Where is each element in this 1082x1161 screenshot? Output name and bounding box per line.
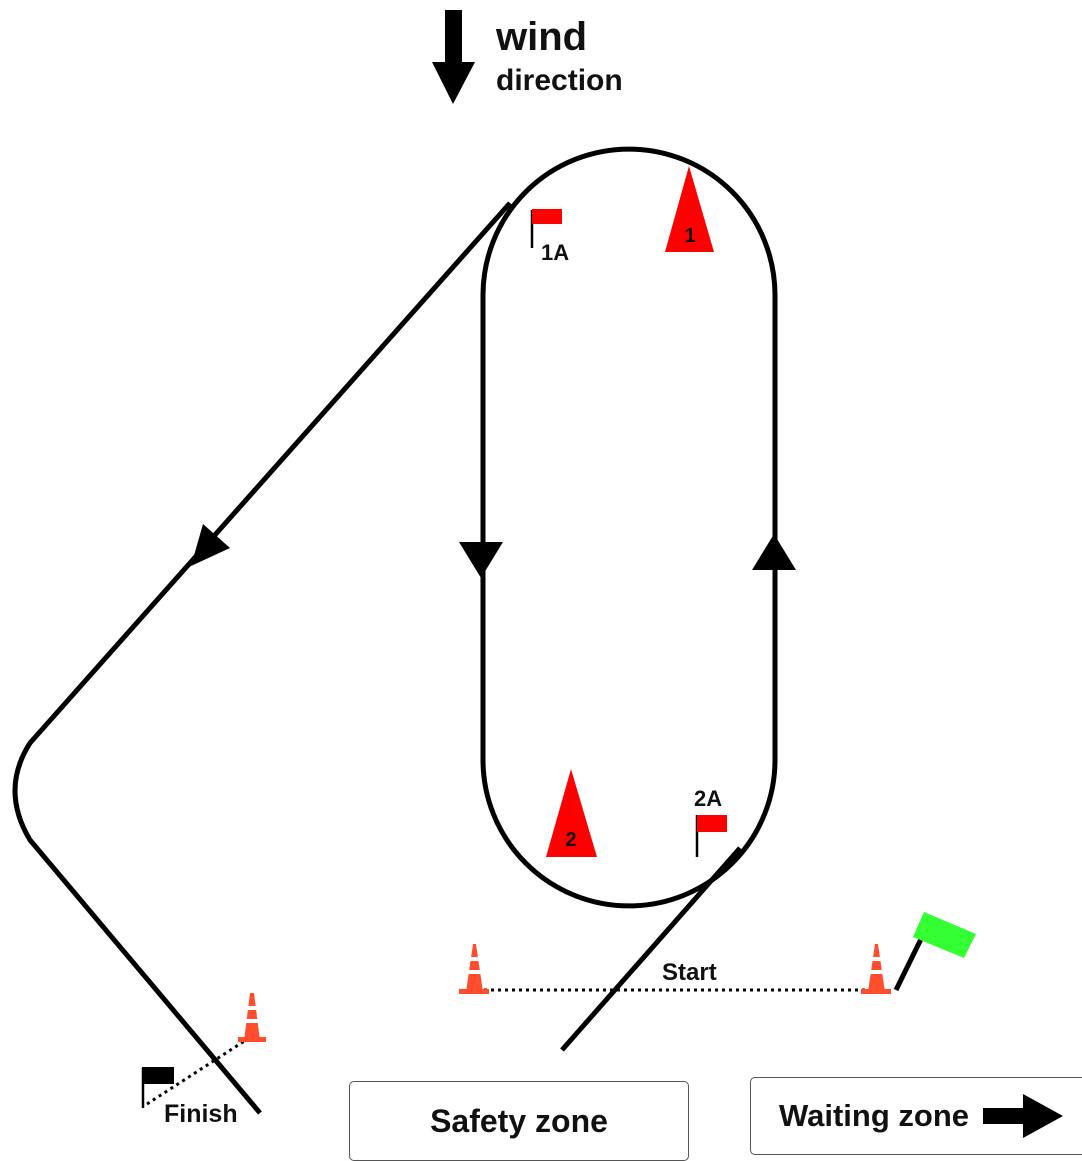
arrow-right-icon [983,1094,1063,1138]
flag-1a-label: 1A [541,240,569,265]
flag-icon [695,815,727,857]
flag-1a: 1A [530,209,569,265]
finish-line [146,1038,247,1106]
flag-2a-label: 2A [694,786,722,811]
mark-1: 1 [665,166,714,252]
wind-direction-label: direction [496,64,623,97]
traffic-cone-icon [459,944,489,994]
flag-2a: 2A [694,786,727,857]
up-arrow-icon [752,534,796,570]
waiting-zone-label: Waiting zone [779,1098,969,1133]
triangle-mark-icon [665,166,714,252]
finish-leg-line [12,201,512,1115]
traffic-cone-icon [238,993,266,1042]
mark-2-label: 2 [565,829,576,851]
start-flag-icon [893,912,976,992]
diagonal-arrow-icon [191,524,230,566]
safety-zone-label: Safety zone [430,1102,608,1139]
mark-1-label: 1 [684,225,695,247]
down-arrow-icon [459,542,503,578]
mark-2: 2 [546,769,597,857]
wind-label: wind [495,15,587,59]
safety-zone-box: Safety zone [349,1081,689,1161]
oval-course-line [480,146,778,909]
traffic-cone-icon [861,944,891,994]
triangle-mark-icon [546,769,597,857]
finish-flag-icon [141,1067,174,1108]
start-approach-line [560,846,742,1052]
waiting-zone-box: Waiting zone [750,1077,1082,1155]
flag-icon [530,209,562,248]
finish-label: Finish [164,1100,238,1128]
wind-arrow-icon [432,10,475,104]
start-label: Start [662,959,717,986]
